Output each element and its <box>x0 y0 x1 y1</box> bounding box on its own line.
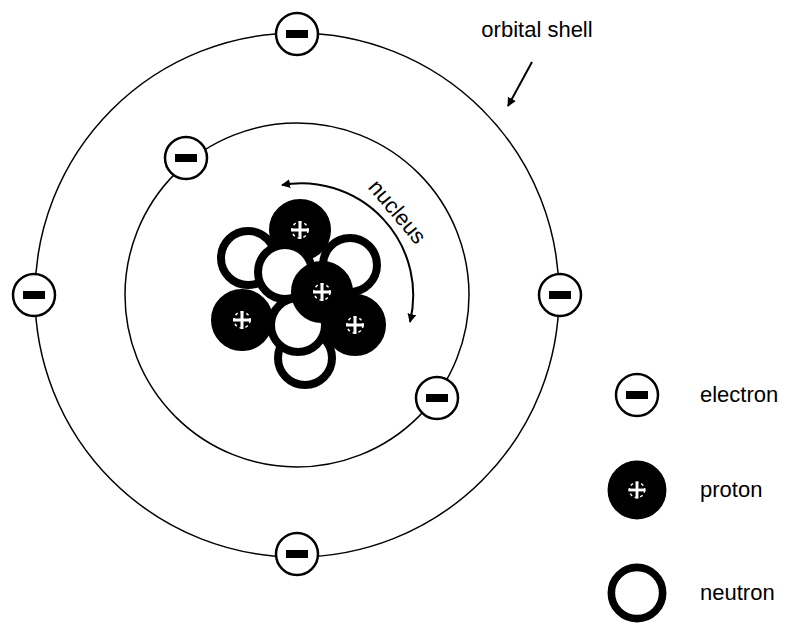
nucleus-cluster <box>215 203 382 385</box>
legend-text: proton <box>700 478 762 502</box>
leader-arrow <box>508 62 532 106</box>
legend-text: neutron <box>700 581 775 605</box>
legend-text: electron <box>700 383 778 407</box>
inner-shell <box>125 123 469 467</box>
legend-symbols <box>611 374 662 619</box>
outer-shell <box>35 33 559 557</box>
shell-label: orbital shell <box>481 18 592 42</box>
